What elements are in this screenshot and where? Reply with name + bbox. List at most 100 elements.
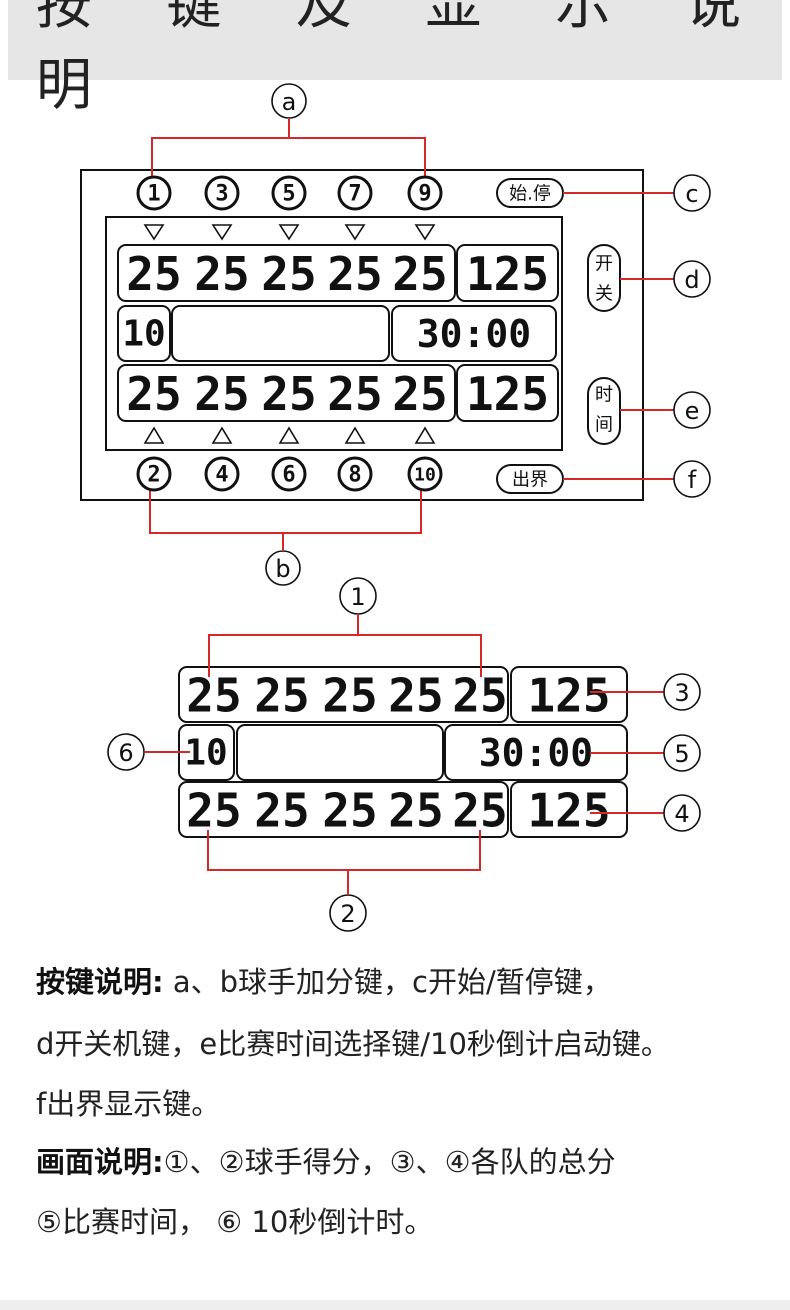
detail-row-b-score-2: 25 (254, 784, 309, 838)
detail-row-b-score-5: 25 (452, 784, 507, 838)
up-arrow-icon (344, 426, 366, 444)
start-pause-key-label: 始.停 (509, 184, 551, 205)
player-key-3-label: 3 (215, 182, 228, 207)
top-time-box (391, 305, 557, 362)
detail-countdown: 10 (184, 733, 227, 774)
callout-e (673, 391, 711, 429)
top-row-a-score-3: 25 (261, 247, 316, 301)
top-row-b-score-3: 25 (261, 367, 316, 421)
up-arrow-icon (143, 426, 165, 444)
player-key-10-label: 10 (414, 465, 436, 486)
up-arrow-icon (211, 426, 233, 444)
top-row-a-score-2: 25 (194, 247, 249, 301)
player-key-5[interactable] (271, 175, 307, 211)
callout-3-label: 3 (674, 679, 689, 707)
player-key-2[interactable] (136, 456, 172, 492)
detail-row-b-score-3: 25 (322, 784, 377, 838)
callout-b-label: b (275, 555, 290, 583)
top-row-a-score-5: 25 (392, 247, 447, 301)
top-row-b-score-4: 25 (327, 367, 382, 421)
detail-row-a-score-2: 25 (254, 669, 309, 723)
up-arrow-icon (414, 426, 436, 444)
player-key-2-label: 2 (147, 463, 160, 488)
callout-c (673, 174, 711, 212)
player-key-5-label: 5 (282, 182, 295, 207)
top-row-a-score-4: 25 (327, 247, 382, 301)
top-row-a-total-box (456, 244, 559, 302)
keys-text-3: f出界显示键。 (36, 1087, 221, 1121)
top-row-b-total: 125 (466, 367, 549, 421)
power-key-label-2: 关 (595, 284, 613, 305)
callout-d-label: d (684, 266, 699, 294)
top-row-b-score-5: 25 (392, 367, 447, 421)
player-key-1[interactable] (136, 175, 172, 211)
keys-heading: 按键说明: (36, 965, 164, 999)
detail-row-a-score-3: 25 (322, 669, 377, 723)
detail-row-a-scores-box (178, 666, 509, 723)
screen-description-line2: ⑤比赛时间， ⑥ 10秒倒计时。 (36, 1200, 776, 1244)
player-key-9[interactable] (407, 175, 443, 211)
screen-frame (105, 216, 563, 451)
detail-row-a-score-4: 25 (388, 669, 443, 723)
player-key-10[interactable] (407, 456, 443, 492)
top-row-b-score-2: 25 (194, 367, 249, 421)
callout-5 (663, 734, 701, 772)
screen-heading: 画面说明: (36, 1145, 164, 1179)
callout-a-label: a (282, 88, 297, 116)
callout-2-label: 2 (340, 900, 355, 928)
player-key-6[interactable] (271, 456, 307, 492)
top-row-b-total-box (456, 364, 559, 422)
top-game-time: 30:00 (417, 312, 531, 356)
top-row-b-score-1: 25 (126, 367, 181, 421)
top-row-a-scores-box (117, 244, 456, 302)
detail-row-a-score-1: 25 (186, 669, 241, 723)
time-key-label-1: 时 (595, 385, 613, 406)
player-key-8[interactable] (337, 456, 373, 492)
power-key-label-1: 开 (595, 254, 613, 275)
title-bar: 按 键 及 显 示 说 明 (8, 0, 782, 118)
detail-row-b-score-1: 25 (186, 784, 241, 838)
player-key-3[interactable] (204, 175, 240, 211)
control-panel-frame (80, 169, 644, 501)
down-arrow-icon (143, 224, 165, 241)
detail-row-b-total-box (510, 781, 628, 838)
keys-description-line1: 按键说明: a、b球手加分键，c开始/暂停键， (36, 960, 776, 1004)
detail-row-a-score-5: 25 (452, 669, 507, 723)
callout-d (673, 260, 711, 298)
callout-4-label: 4 (674, 800, 689, 828)
down-arrow-icon (278, 224, 300, 241)
page-title: 按 键 及 显 示 说 明 (36, 0, 770, 118)
callout-e-label: e (685, 397, 700, 425)
keys-text-1: a、b球手加分键，c开始/暂停键， (163, 965, 612, 999)
player-key-7[interactable] (337, 175, 373, 211)
screen-description-line1: 画面说明:①、②球手得分，③、④各队的总分 (36, 1140, 776, 1184)
detail-blank-box (236, 724, 444, 781)
detail-row-b-score-4: 25 (388, 784, 443, 838)
down-arrow-icon (211, 224, 233, 241)
down-arrow-icon (414, 224, 436, 241)
callout-6-label: 6 (118, 739, 133, 767)
callout-6 (107, 733, 145, 771)
detail-row-a-total: 125 (527, 669, 610, 723)
top-row-a-score-1: 25 (126, 247, 181, 301)
out-of-bounds-key-label: 出界 (512, 470, 548, 491)
bracket-2 (207, 830, 481, 871)
keys-description-line2: d开关机键，e比赛时间选择键/10秒倒计启动键。 (36, 1022, 776, 1066)
player-key-9-label: 9 (418, 182, 431, 207)
detail-row-b-total: 125 (527, 784, 610, 838)
top-blank-box (171, 305, 390, 362)
player-key-8-label: 8 (348, 463, 361, 488)
keys-text-2: d开关机键，e比赛时间选择键/10秒倒计启动键。 (36, 1027, 670, 1061)
detail-row-b-scores-box (178, 781, 509, 838)
callout-1-label: 1 (350, 583, 365, 611)
callout-c-label: c (685, 180, 698, 208)
player-key-1-label: 1 (147, 182, 160, 207)
player-key-4[interactable] (204, 456, 240, 492)
top-countdown: 10 (122, 314, 165, 355)
player-key-7-label: 7 (348, 182, 361, 207)
screen-text-2: ⑤比赛时间， ⑥ 10秒倒计时。 (36, 1205, 434, 1239)
callout-3 (663, 673, 701, 711)
top-row-b-scores-box (117, 364, 456, 422)
up-arrow-icon (278, 426, 300, 444)
